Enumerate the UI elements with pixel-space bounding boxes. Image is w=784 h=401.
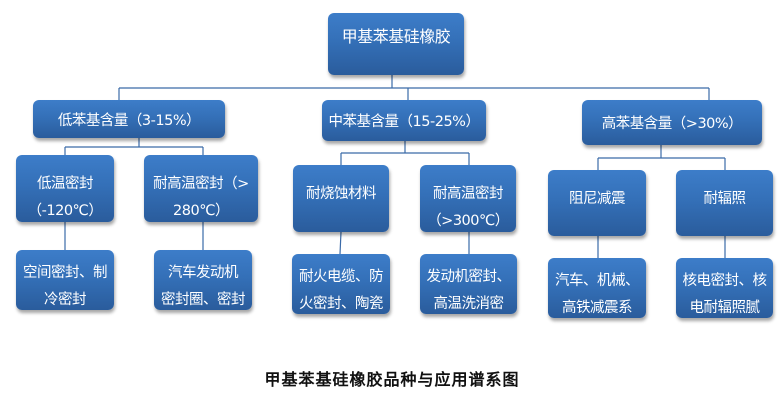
property-label: 低温密封 xyxy=(37,176,94,192)
application-low-temp: 空间密封、制 冷密封 xyxy=(16,250,114,310)
property-label: 阻尼减震 xyxy=(569,191,626,207)
property-label: 耐高温密封 xyxy=(433,186,504,202)
application-line: 火密封、陶瓷 xyxy=(299,296,384,312)
property-label: 耐烧蚀材料 xyxy=(306,186,377,202)
category-label: 高苯基含量（>30%） xyxy=(601,116,743,132)
application-radiation: 核电密封、核 电耐辐照腻 xyxy=(676,258,773,318)
application-damping: 汽车、机械、 高铁减震系 xyxy=(548,258,646,318)
category-mid-phenyl: 中苯基含量（15-25%） xyxy=(322,100,486,141)
application-line: 冷密封 xyxy=(44,292,87,308)
property-label: 280℃） xyxy=(173,203,229,219)
property-high-temp-seal-280: 耐高温密封（> 280℃） xyxy=(144,155,258,222)
application-line: 高铁减震系 xyxy=(562,300,633,316)
property-ablation-resistant: 耐烧蚀材料 xyxy=(293,165,389,232)
application-line: 耐火电缆、防 xyxy=(299,269,384,285)
property-low-temp-seal: 低温密封 （-120℃） xyxy=(16,155,114,222)
property-damping: 阻尼减震 xyxy=(548,170,646,236)
application-line: 密封圈、密封 xyxy=(161,292,246,308)
category-low-phenyl: 低苯基含量（3-15%） xyxy=(33,100,225,138)
application-high-temp-300: 发动机密封、 高温洗消密 xyxy=(420,254,517,314)
application-line: 电耐辐照腻 xyxy=(689,300,761,316)
property-radiation-resistant: 耐辐照 xyxy=(676,170,773,236)
root-node: 甲基苯基硅橡胶 xyxy=(328,13,464,75)
category-label: 低苯基含量（3-15%） xyxy=(57,112,201,129)
property-label: （>300℃） xyxy=(427,213,509,229)
property-high-temp-seal-300: 耐高温密封 （>300℃） xyxy=(420,165,516,232)
application-line: 高温洗消密 xyxy=(433,296,505,312)
application-line: 空间密封、制 xyxy=(23,265,108,281)
category-label: 中苯基含量（15-25%） xyxy=(328,114,480,130)
application-ablation: 耐火电缆、防 火密封、陶瓷 xyxy=(292,254,390,314)
property-label: （-120℃） xyxy=(27,203,103,219)
application-line: 发动机密封、 xyxy=(426,269,512,285)
diagram-caption: 甲基苯基硅橡胶品种与应用谱系图 xyxy=(264,370,520,389)
application-line: 汽车发动机 xyxy=(168,265,239,281)
property-label: 耐辐照 xyxy=(703,191,747,207)
root-label: 甲基苯基硅橡胶 xyxy=(341,27,451,46)
category-high-phenyl: 高苯基含量（>30%） xyxy=(582,100,762,145)
property-label: 耐高温密封（> xyxy=(153,176,249,192)
connector-mid-a-app xyxy=(339,231,342,255)
application-line: 核电密封、核 xyxy=(682,273,768,289)
application-line: 汽车、机械、 xyxy=(555,273,640,289)
application-high-temp-280: 汽车发动机 密封圈、密封 xyxy=(154,250,252,310)
